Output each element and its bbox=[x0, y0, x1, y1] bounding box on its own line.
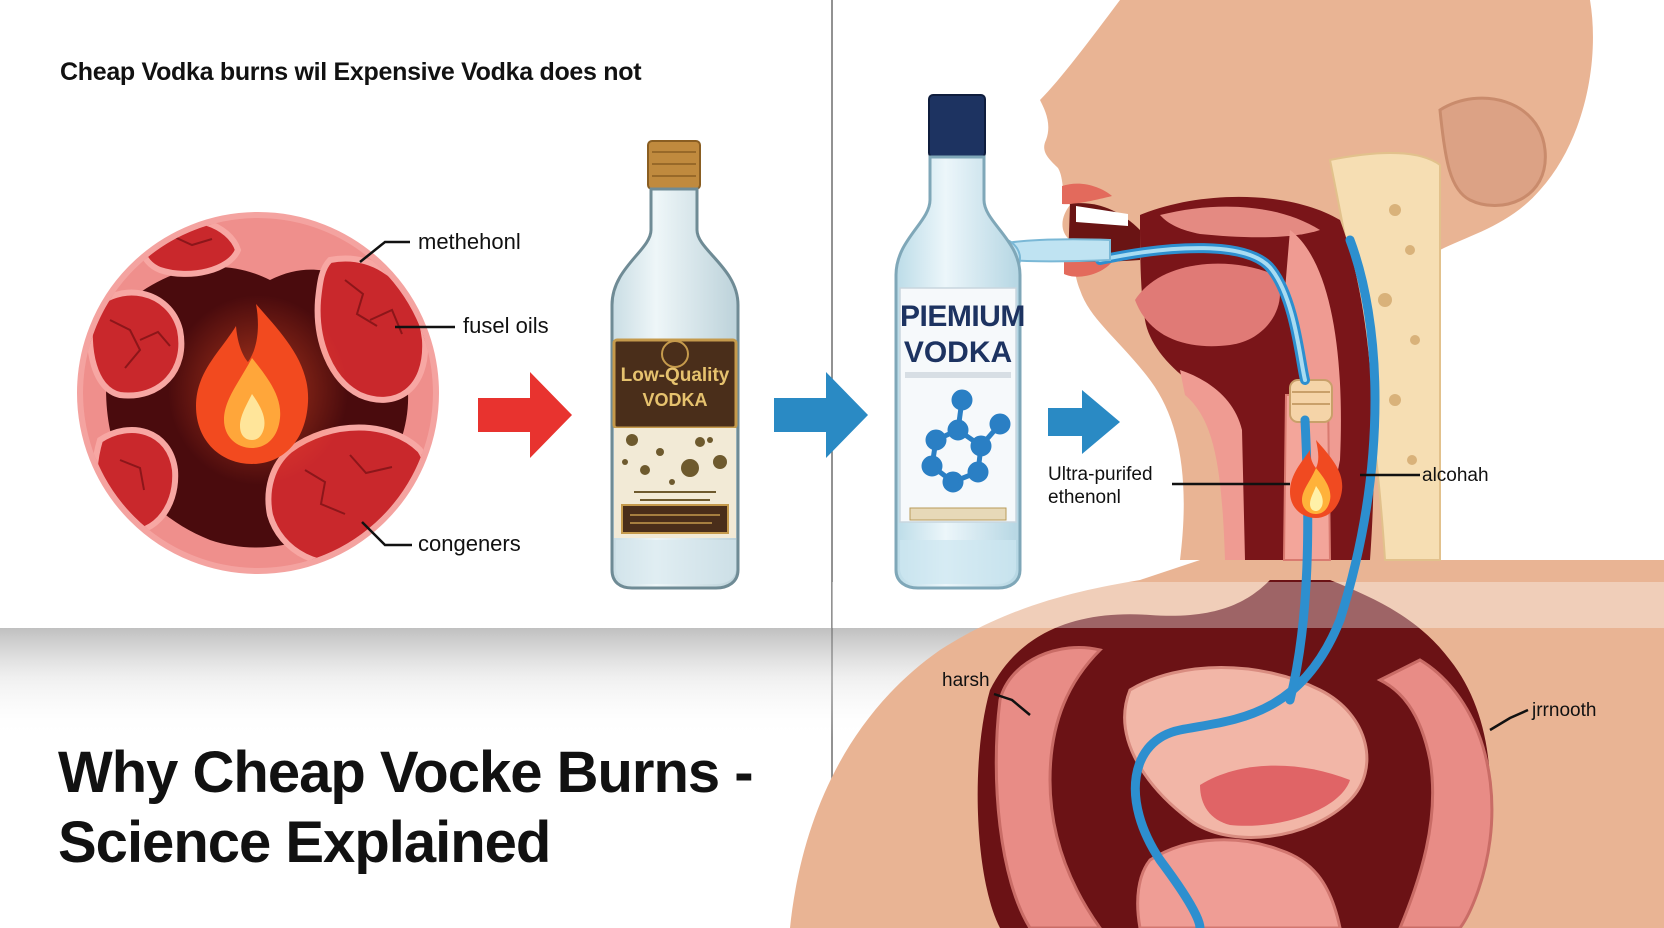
ear bbox=[1438, 96, 1547, 208]
arrow-right-icon bbox=[478, 372, 572, 458]
label-ethanol: ethenonl bbox=[1048, 487, 1121, 508]
fire-icon bbox=[196, 304, 309, 464]
label-ultra-purified: Ultra-purifed bbox=[1048, 464, 1153, 485]
anatomy-figure bbox=[790, 0, 1664, 928]
label-methanol: methehonl bbox=[418, 229, 521, 254]
label-congeners: congeners bbox=[418, 531, 521, 556]
leader-lines-right bbox=[993, 473, 1529, 732]
tissue-circle bbox=[77, 212, 439, 574]
leader-lines-left bbox=[359, 240, 455, 547]
label-alcohol: alcohah bbox=[1422, 465, 1489, 486]
arrow-right-icon bbox=[774, 372, 868, 458]
low-quality-bottle bbox=[610, 140, 740, 590]
label-fusel-oils: fusel oils bbox=[463, 313, 549, 338]
premium-bottle bbox=[894, 94, 1022, 590]
fire-icon bbox=[1290, 440, 1343, 518]
molecule-icon bbox=[921, 389, 1011, 493]
premium-label-line1: PIEMIUM bbox=[900, 300, 1025, 333]
premium-label-line2: VODKA bbox=[903, 336, 1013, 369]
low-quality-label-line1: Low-Quality bbox=[620, 365, 730, 386]
headline-line-1: Why Cheap Vocke Burns - bbox=[58, 740, 754, 805]
headline-line-2: Science Explained bbox=[58, 810, 551, 875]
headline: Why Cheap Vocke Burns - Science Explaine… bbox=[58, 738, 754, 878]
label-harsh: harsh bbox=[942, 670, 990, 691]
arrow-right-icon bbox=[1048, 390, 1120, 454]
low-quality-label-line2: VODKA bbox=[642, 390, 708, 410]
subtitle: Cheap Vodka burns wil Expensive Vodka do… bbox=[60, 58, 642, 86]
label-smooth: jrrnooth bbox=[1532, 700, 1597, 721]
